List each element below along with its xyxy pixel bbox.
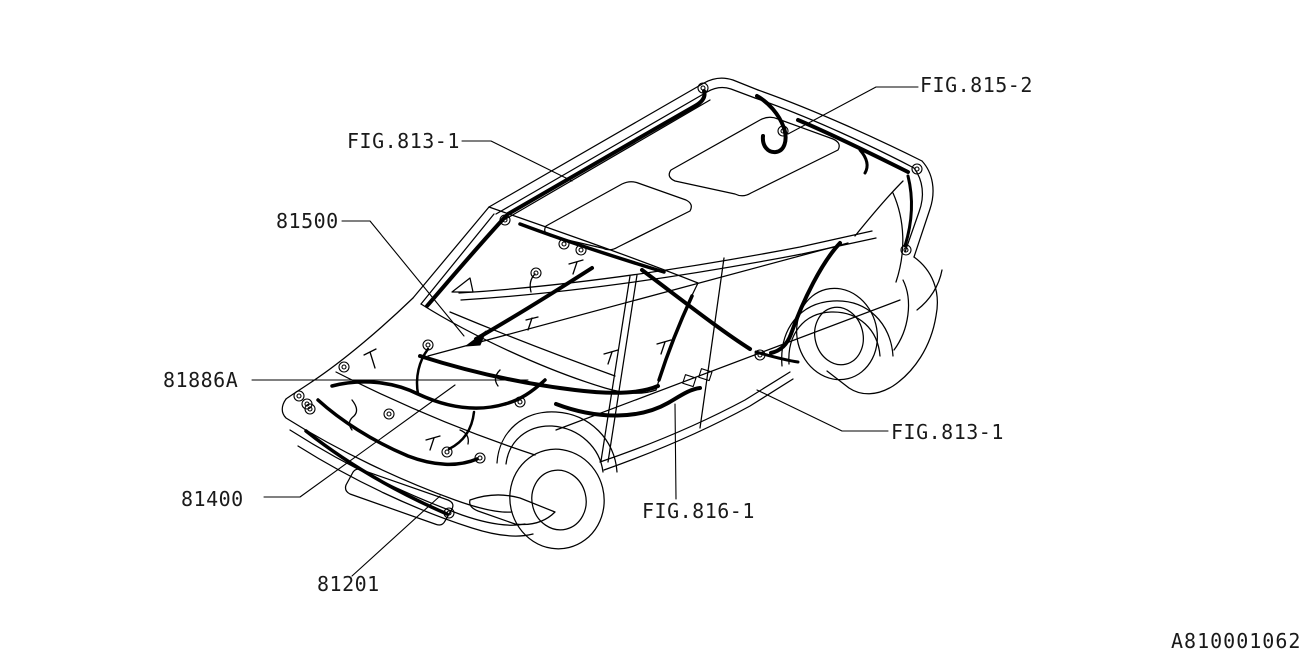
callout-part-81886A[interactable]: 81886A bbox=[163, 368, 239, 392]
leader-lines bbox=[251, 86, 919, 577]
leader-fig-813-1-top bbox=[461, 140, 573, 182]
leader-81400 bbox=[263, 384, 456, 498]
connector-circles bbox=[293, 82, 923, 519]
branch-twigs bbox=[348, 259, 672, 451]
callout-part-81400[interactable]: 81400 bbox=[181, 487, 244, 511]
drawing-number: A810001062 bbox=[1171, 629, 1302, 653]
leader-fig-816-1 bbox=[674, 403, 677, 500]
leader-fig-815-2 bbox=[787, 86, 919, 135]
car-body-outline bbox=[281, 77, 943, 550]
leader-81500 bbox=[341, 220, 465, 337]
callout-fig-813-1-right[interactable]: FIG.813-1 bbox=[891, 420, 1004, 444]
callout-part-81201[interactable]: 81201 bbox=[317, 572, 380, 596]
leader-fig-813-1-right bbox=[756, 389, 889, 432]
leader-81201 bbox=[351, 495, 441, 577]
callout-fig-815-2[interactable]: FIG.815-2 bbox=[920, 73, 1033, 97]
connector-symbols bbox=[293, 82, 923, 519]
connector-blocks bbox=[682, 368, 713, 388]
callout-part-81500[interactable]: 81500 bbox=[276, 209, 339, 233]
callout-fig-813-1-top[interactable]: FIG.813-1 bbox=[347, 129, 460, 153]
callout-fig-816-1[interactable]: FIG.816-1 bbox=[642, 499, 755, 523]
